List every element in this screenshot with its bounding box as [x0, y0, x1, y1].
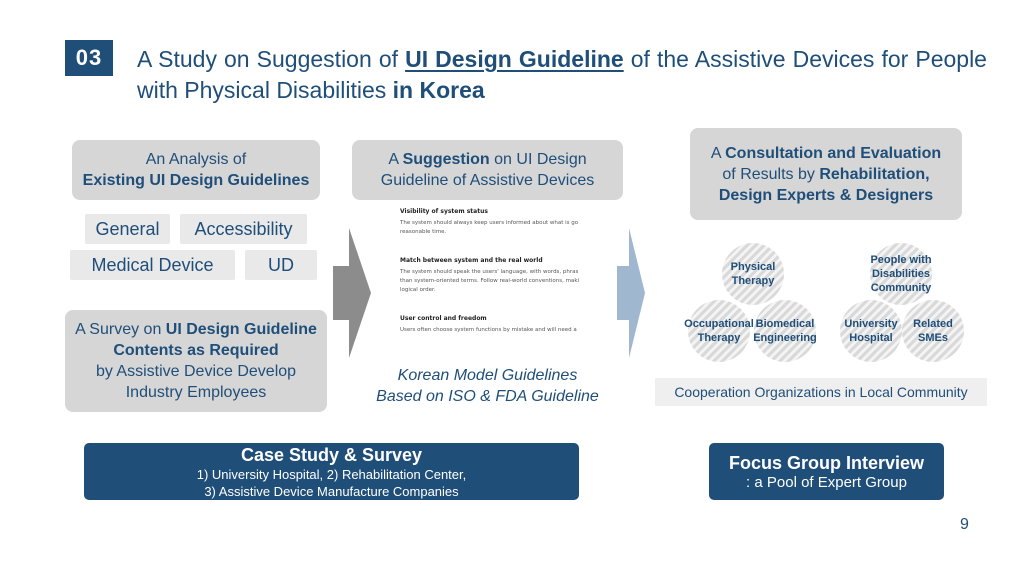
case-study-title: Case Study & Survey	[240, 444, 423, 465]
circle-label: Physical Therapy	[730, 261, 776, 287]
doc-body-2: The system should speak the users' langu…	[400, 269, 580, 293]
circle-biomedical-engineering: Biomedical Engineering	[753, 300, 817, 362]
consultation-box: A Consultation and Evaluation of Results…	[690, 128, 962, 220]
arrow-left-to-middle	[333, 228, 371, 358]
consult-line1: A Consultation and Evaluation	[710, 144, 942, 162]
survey-line1: A Survey on UI Design Guideline	[75, 321, 317, 338]
caption-line1: Korean Model Guidelines	[397, 367, 578, 384]
survey-box: A Survey on UI Design Guideline Contents…	[65, 310, 327, 412]
doc-body-1: The system should always keep users info…	[400, 220, 579, 235]
title-bold: in Korea	[392, 77, 485, 103]
cooperation-label: Cooperation Organizations in Local Commu…	[655, 378, 987, 406]
doc-heading-1: Visibility of system status	[400, 208, 488, 215]
analysis-line2: Existing UI Design Guidelines	[82, 172, 310, 189]
doc-heading-2: Match between system and the real world	[400, 257, 543, 264]
consult-line3: Design Experts & Designers	[718, 186, 934, 204]
guideline-document-excerpt: Visibility of system status The system s…	[400, 208, 585, 353]
analysis-box: An Analysis of Existing UI Design Guidel…	[72, 140, 320, 200]
circle-label: University Hospital	[844, 318, 898, 344]
survey-line4: Industry Employees	[125, 384, 267, 401]
page-number: 9	[960, 516, 969, 533]
case-study-line1: 1) University Hospital, 2) Rehabilitatio…	[196, 466, 467, 482]
tag-general: General	[85, 214, 170, 244]
tag-medical-device: Medical Device	[70, 250, 235, 280]
guideline-caption: Korean Model Guidelines Based on ISO & F…	[355, 365, 620, 407]
circle-disabilities-community: People with Disabilities Community	[870, 243, 932, 305]
analysis-line1: An Analysis of	[145, 151, 247, 168]
focus-group-subtitle: : a Pool of Expert Group	[746, 474, 907, 491]
suggestion-line1: A Suggestion on UI Design	[388, 151, 587, 168]
section-number-badge: 03	[65, 40, 113, 76]
circle-label: Related SMEs	[913, 318, 953, 344]
case-study-box: Case Study & Survey 1) University Hospit…	[84, 443, 579, 500]
circle-label: Occupational Therapy	[684, 318, 754, 344]
title-text-mid: of the Assistive Devices for People with…	[137, 46, 987, 103]
circle-occupational-therapy: Occupational Therapy	[684, 300, 754, 362]
doc-body-3: Users often choose system functions by m…	[400, 327, 577, 333]
tag-ud: UD	[245, 250, 317, 280]
circle-label: Biomedical Engineering	[753, 318, 817, 344]
circle-label: People with Disabilities Community	[870, 254, 932, 294]
consult-line2: of Results by Rehabilitation,	[722, 165, 930, 183]
title-text-pre: A Study on Suggestion of	[137, 46, 406, 72]
slide-title: A Study on Suggestion of UI Design Guide…	[137, 44, 987, 106]
suggestion-box: A Suggestion on UI Design Guideline of A…	[352, 140, 623, 200]
doc-heading-3: User control and freedom	[400, 315, 487, 322]
title-highlight: UI Design Guideline	[405, 46, 624, 72]
circle-physical-therapy: Physical Therapy	[722, 243, 784, 305]
case-study-line2: 3) Assistive Device Manufacture Companie…	[204, 483, 459, 499]
focus-group-box: Focus Group Interview : a Pool of Expert…	[709, 443, 944, 500]
caption-line2: Based on ISO & FDA Guideline	[376, 388, 599, 405]
survey-line3: by Assistive Device Develop	[95, 363, 297, 380]
tag-accessibility: Accessibility	[180, 214, 307, 244]
circle-university-hospital: University Hospital	[840, 300, 902, 362]
arrow-middle-to-right	[617, 228, 645, 358]
suggestion-line2: Guideline of Assistive Devices	[380, 172, 595, 189]
focus-group-title: Focus Group Interview	[728, 453, 925, 473]
survey-line2: Contents as Required	[113, 342, 279, 359]
circle-related-smes: Related SMEs	[902, 300, 964, 362]
